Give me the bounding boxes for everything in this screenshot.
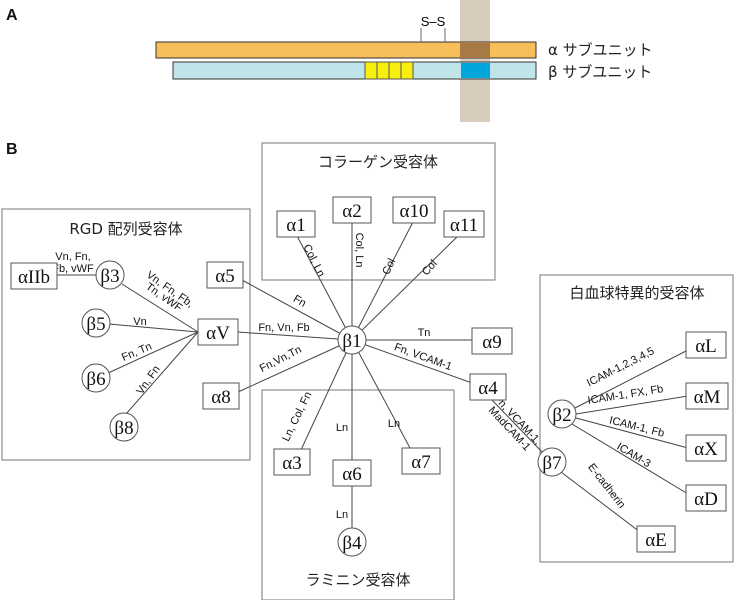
- node-a2: α2: [332, 196, 372, 224]
- node-b7: β7: [537, 447, 567, 477]
- alpha-nodes: α1 α2 α10 α11 α5 αV α8 α9 α4 α3 α6 α7 αI…: [10, 196, 729, 553]
- panel-a-label: A: [6, 7, 18, 24]
- node-b1-label: β1: [342, 331, 361, 352]
- edge-label-b1-aV: Fn, Vn, Fb: [258, 322, 309, 334]
- node-a1-label: α1: [286, 215, 305, 236]
- edge-label-b1-a6: Ln: [336, 422, 348, 434]
- node-a8-label: α8: [211, 387, 230, 408]
- edge-label-b2-aM: ICAM-1, FX, Fb: [587, 383, 664, 407]
- node-a7-label: α7: [411, 452, 430, 473]
- rgd-group: [1, 208, 251, 461]
- node-a4-label: α4: [478, 378, 498, 399]
- node-a9-label: α9: [482, 332, 501, 353]
- edge-label-aIIb-b3-line2: Fb, vWF: [52, 263, 94, 275]
- node-b8-label: β8: [114, 418, 133, 439]
- node-a3: α3: [273, 448, 311, 476]
- edge-label-b1-a1: Col, Ln: [300, 242, 327, 279]
- alpha-subunit-label: α サブユニット: [548, 41, 653, 59]
- membrane-band: [460, 0, 490, 122]
- node-aIIb-label: αIIb: [18, 267, 50, 288]
- edge-label-b1-a5: Fn: [291, 293, 308, 310]
- edge-label-b2-aD: ICAM-3: [614, 441, 652, 470]
- beta-subunit-bar: [172, 61, 537, 80]
- node-a5-label: α5: [215, 266, 234, 287]
- laminin-group-title: ラミニン受容体: [305, 571, 410, 589]
- node-a2-label: α2: [342, 201, 361, 222]
- edge-label-b8-aV: Vn, Fn: [134, 364, 162, 397]
- node-a1: α1: [276, 210, 316, 238]
- node-b2: β2: [547, 399, 577, 429]
- node-a10-label: α10: [400, 201, 429, 222]
- node-a8: α8: [202, 382, 240, 410]
- collagen-group: [261, 142, 496, 281]
- alpha-subunit-bar: [155, 41, 537, 59]
- node-a3-label: α3: [282, 453, 301, 474]
- node-b5: β5: [81, 308, 111, 338]
- node-a11: α11: [443, 210, 485, 238]
- node-a9: α9: [471, 327, 513, 355]
- alpha-transmembrane: [460, 42, 490, 58]
- node-b3-label: β3: [100, 266, 119, 287]
- node-b5-label: β5: [86, 314, 105, 335]
- beta-transmembrane: [461, 63, 490, 78]
- disulfide-label: S–S: [421, 14, 446, 29]
- edge-label-b2-aX: ICAM-1, Fb: [608, 414, 665, 439]
- collagen-group-title: コラーゲン受容体: [318, 153, 438, 171]
- node-b4: β4: [337, 527, 367, 557]
- node-aE: αE: [636, 525, 676, 553]
- node-aD: αD: [685, 484, 727, 512]
- edges: [56, 219, 689, 533]
- node-b7-label: β7: [542, 453, 561, 474]
- node-b8: β8: [109, 412, 139, 442]
- leukocyte-group: [539, 274, 734, 563]
- edge-label-b1-a8: Fn,Vn,Tn: [258, 344, 304, 375]
- node-a7: α7: [401, 447, 441, 475]
- node-aX: αX: [685, 434, 727, 462]
- edge-label-b1-a4: Fn, VCAM-1: [393, 341, 454, 373]
- beta-nodes: β1 β3 β5 β6 β8 β4 β2 β7: [81, 260, 577, 557]
- node-a11-label: α11: [450, 215, 478, 236]
- node-aM-label: αM: [694, 387, 721, 408]
- node-b6-label: β6: [86, 369, 105, 390]
- node-b3: β3: [95, 260, 125, 290]
- edge-label-b1-a7: Ln: [388, 418, 400, 430]
- node-b2-label: β2: [552, 405, 571, 426]
- node-b1: β1: [337, 325, 367, 355]
- edge-label-b2-aL: ICAM-1,2,3,4,5: [585, 345, 656, 389]
- edge-label-b1-a3: Ln, Col, Fn: [280, 390, 314, 444]
- node-aM: αM: [685, 382, 729, 410]
- edge-label-aIIb-b3-line1: Vn, Fn,: [55, 251, 90, 263]
- node-a10: α10: [392, 196, 436, 224]
- beta-repeat-domains: [364, 61, 414, 80]
- edge-label-b7-aE: E-cadherin: [585, 461, 627, 510]
- node-aV: αV: [197, 318, 239, 346]
- node-aE-label: αE: [645, 530, 667, 551]
- edge-label-a6-b4: Ln: [336, 509, 348, 521]
- laminin-group: [261, 389, 455, 600]
- node-b4-label: β4: [342, 533, 362, 554]
- node-aX-label: αX: [694, 439, 718, 460]
- node-b6: β6: [81, 363, 111, 393]
- edge-label-b5-aV: Vn: [133, 316, 146, 328]
- leukocyte-group-title: 白血球特異的受容体: [569, 284, 704, 302]
- node-aV-label: αV: [206, 323, 230, 344]
- node-aIIb: αIIb: [10, 262, 58, 290]
- node-a6: α6: [332, 459, 372, 487]
- node-aL-label: αL: [695, 336, 717, 357]
- panel-b-label: B: [6, 141, 18, 158]
- node-a6-label: α6: [342, 464, 361, 485]
- beta-subunit-label: β サブユニット: [548, 63, 652, 81]
- edge-label-b1-a2: Col, Ln: [353, 233, 365, 268]
- edge-label-b1-a11: Col: [420, 258, 440, 278]
- rgd-group-title: RGD 配列受容体: [69, 220, 182, 238]
- edge-label-b1-a10: Col: [380, 257, 398, 277]
- node-aL: αL: [685, 331, 727, 359]
- edge-label-b6-aV: Fn, Tn: [120, 341, 154, 364]
- node-a5: α5: [206, 261, 244, 289]
- node-a4: α4: [469, 373, 507, 401]
- node-aD-label: αD: [694, 489, 718, 510]
- edge-label-b1-a9: Tn: [418, 327, 431, 339]
